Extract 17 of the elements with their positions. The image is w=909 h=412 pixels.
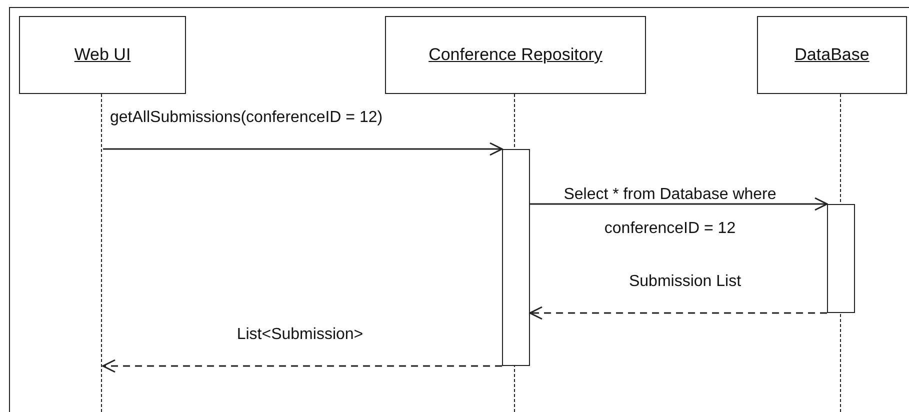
lifeline — [101, 94, 103, 412]
lifeline-header-box — [19, 16, 186, 94]
message-label: List<Submission> — [236, 325, 364, 345]
participant-name: DataBase — [794, 45, 870, 65]
activation-bar — [502, 149, 530, 366]
participant-name: Conference Repository — [428, 45, 602, 65]
message-arrow — [103, 142, 503, 156]
activation-bar — [827, 204, 855, 313]
message-label: Submission List — [628, 272, 742, 292]
return-message-arrow — [102, 359, 502, 373]
message-label: getAllSubmissions(conferenceID = 12) — [110, 108, 384, 128]
participant-name: Web UI — [74, 45, 131, 65]
lifeline-header-box — [757, 16, 907, 94]
lifeline-header-box — [385, 16, 646, 94]
message-arrow — [530, 197, 828, 211]
message-label: Select * from Database where conferenceID = 12 — [562, 185, 778, 239]
return-message-arrow — [529, 306, 827, 320]
